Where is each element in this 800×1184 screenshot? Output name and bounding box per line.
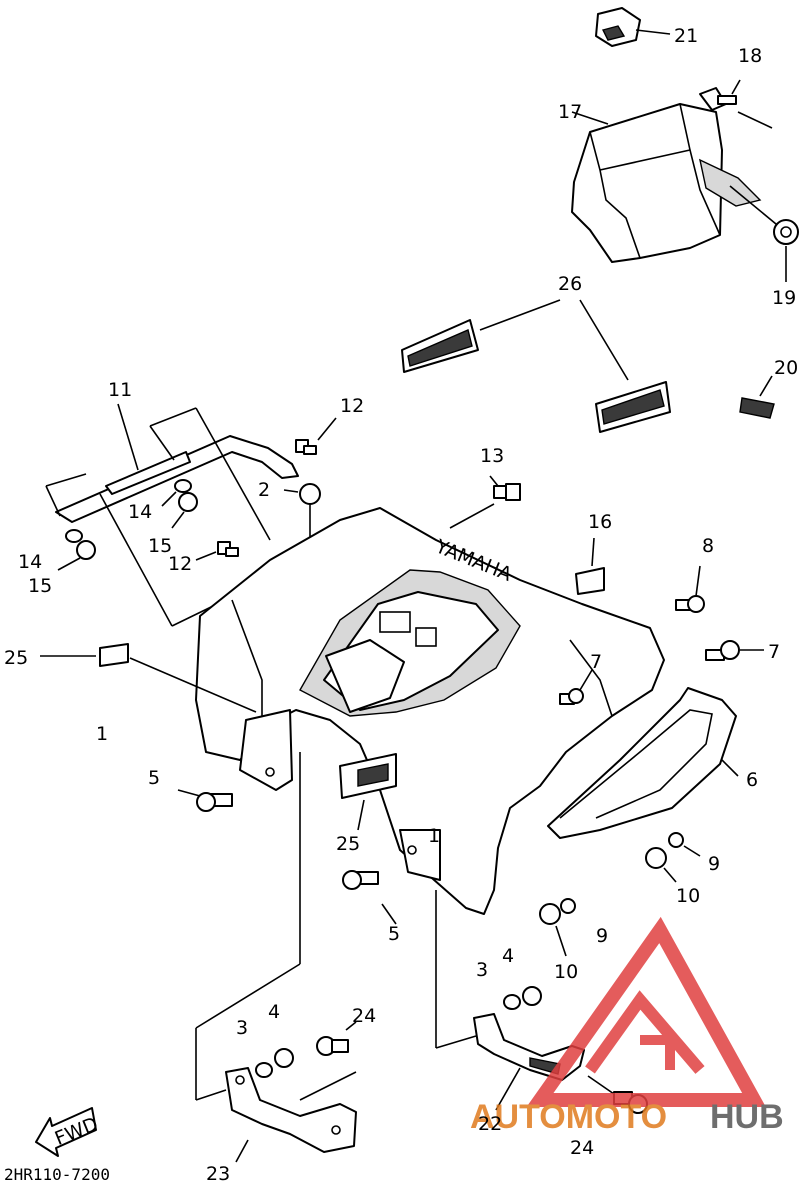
callout-4b: 4 <box>268 1001 280 1023</box>
callout-21: 21 <box>674 25 698 47</box>
callout-22: 22 <box>478 1113 502 1135</box>
part-3-washer-left <box>255 1062 273 1078</box>
part-25-plaque <box>339 753 397 831</box>
part-25-decal-left <box>40 643 257 713</box>
callout-1b: 1 <box>428 825 440 847</box>
callout-16: 16 <box>588 511 612 533</box>
callout-labels: 21 18 17 19 26 20 11 12 13 2 14 15 16 12… <box>4 25 798 1184</box>
watermark-word-b: HUB <box>710 1098 784 1136</box>
part-12-bolt-b <box>195 541 239 561</box>
callout-14b: 14 <box>18 551 42 573</box>
callout-9b: 9 <box>596 925 608 947</box>
part-15-nut-b <box>57 540 96 571</box>
callout-24a: 24 <box>352 1005 376 1027</box>
callout-15a: 15 <box>148 535 172 557</box>
callout-14a: 14 <box>128 501 152 523</box>
part-8-bolt <box>675 565 705 613</box>
callout-25a: 25 <box>4 647 28 669</box>
part-22-bracket <box>435 1013 585 1111</box>
callout-20: 20 <box>774 357 798 379</box>
part-7-bolt-right <box>705 640 764 661</box>
part-21-bracket <box>595 7 671 47</box>
callout-5b: 5 <box>388 923 400 945</box>
callout-7a: 7 <box>768 641 780 663</box>
callout-25b: 25 <box>336 833 360 855</box>
callout-10b: 10 <box>554 961 578 983</box>
callout-3b: 3 <box>236 1017 248 1039</box>
part-14-washer-b <box>65 529 83 543</box>
part-20-clip <box>739 375 775 419</box>
part-9-washer-b <box>560 898 576 914</box>
part-11-rail <box>45 403 299 627</box>
callout-15b: 15 <box>28 575 52 597</box>
callout-24b: 24 <box>570 1137 594 1159</box>
part-19-nut <box>729 185 799 282</box>
part-26-emblem-left <box>401 299 561 373</box>
callout-7b: 7 <box>590 651 602 673</box>
callout-12a: 12 <box>340 395 364 417</box>
callout-6: 6 <box>746 769 758 791</box>
automotohub-watermark: AUTOMOTO HUB <box>470 916 784 1136</box>
callout-1a: 1 <box>96 723 108 745</box>
part-13-bolt <box>449 475 521 529</box>
callout-11: 11 <box>108 379 132 401</box>
part-1-fender: YAMAHA <box>195 507 665 915</box>
part-1-mudflap-left <box>239 709 301 964</box>
part-24-bolt-left <box>316 1021 357 1056</box>
part-10-nut-b <box>539 903 567 957</box>
callout-26: 26 <box>558 273 582 295</box>
callout-18: 18 <box>738 45 762 67</box>
part-10-nut-a <box>645 847 677 883</box>
part-23-bracket <box>195 963 357 1163</box>
part-14-washer-a <box>161 479 192 507</box>
part-4-nut-right <box>522 986 542 1006</box>
callout-3a: 3 <box>476 959 488 981</box>
callout-12b: 12 <box>168 553 192 575</box>
part-5-bolt-right <box>342 870 397 925</box>
callout-23: 23 <box>206 1163 230 1184</box>
callout-5a: 5 <box>148 767 160 789</box>
callout-8: 8 <box>702 535 714 557</box>
callout-17: 17 <box>558 101 582 123</box>
part-26-emblem-right <box>579 299 671 433</box>
fwd-arrow-icon: FWD <box>35 1107 101 1157</box>
part-18-bolt <box>699 79 773 129</box>
part-7-bolt-center <box>559 669 593 705</box>
part-1-mudflap-right <box>399 829 441 1048</box>
callout-2: 2 <box>258 479 270 501</box>
callout-4a: 4 <box>502 945 514 967</box>
callout-13: 13 <box>480 445 504 467</box>
part-12-bolt-a <box>295 417 337 455</box>
watermark-word-a: AUTOMOTO <box>470 1098 667 1136</box>
drawing-code: 2HR110-7200 <box>4 1165 110 1184</box>
part-5-bolt-left <box>177 789 233 812</box>
callout-9a: 9 <box>708 853 720 875</box>
part-4-nut-left <box>274 1048 294 1068</box>
part-15-nut-a <box>171 492 198 529</box>
callout-19: 19 <box>772 287 796 309</box>
part-16-decal <box>575 537 605 595</box>
part-17-cover <box>571 103 762 263</box>
part-6-rear-guard <box>547 687 739 839</box>
part-9-washer-a <box>668 832 701 857</box>
callout-10a: 10 <box>676 885 700 907</box>
part-3-washer-right <box>503 994 521 1010</box>
